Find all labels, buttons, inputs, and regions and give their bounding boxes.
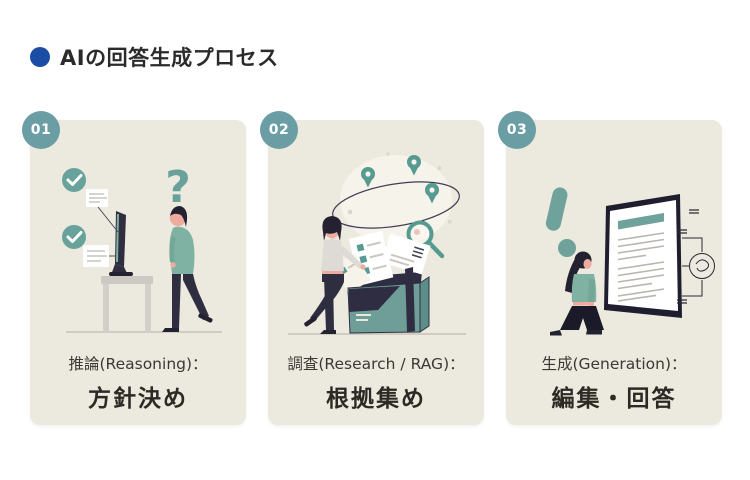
step-number: 03 [506, 122, 528, 138]
step-caption: 生成(Generation)： [541, 355, 687, 373]
document-text-lines [617, 232, 665, 302]
step-label: 方針決め [88, 386, 188, 412]
exclamation-icon [545, 187, 576, 257]
map-pin-icons [361, 155, 439, 204]
generation-illustration [506, 148, 722, 348]
header-bullet-icon [30, 47, 50, 67]
document-title-bar [618, 213, 664, 230]
document-box [347, 267, 430, 334]
check-icon [66, 174, 83, 186]
header: AIの回答生成プロセス [30, 42, 279, 72]
step-card-reasoning: 01 [22, 111, 246, 425]
checklist-item-1 [62, 168, 119, 233]
hair [322, 216, 342, 241]
standing-man [162, 206, 213, 332]
process-steps: 01 [22, 111, 722, 425]
standing-woman [550, 251, 604, 336]
check-icon [66, 231, 83, 243]
document-panel [604, 194, 682, 318]
checklist-item-2 [62, 225, 116, 267]
reasoning-illustration: ? [30, 148, 246, 348]
globe-blob [340, 155, 452, 245]
step-caption: 推論(Reasoning)： [68, 355, 208, 373]
step-caption: 調査(Research / RAG)： [287, 355, 465, 373]
standing-woman [304, 216, 366, 334]
hair [565, 257, 581, 293]
step-number-badge: 02 [260, 111, 298, 149]
step-label: 編集・回答 [551, 386, 677, 412]
step-card-research: 02 [260, 111, 484, 425]
page-title: AIの回答生成プロセス [60, 46, 279, 70]
orbit-ring [332, 181, 460, 229]
research-illustration [268, 148, 484, 348]
monitor-icon [109, 211, 133, 276]
hair [170, 206, 188, 227]
circuit-doodle [677, 209, 715, 304]
question-mark-icon: ? [165, 162, 191, 213]
step-label: 根拠集め [326, 386, 426, 412]
step-number-badge: 01 [22, 111, 60, 149]
desk [101, 276, 153, 332]
step-card-generation: 03 [498, 111, 722, 425]
step-number: 01 [30, 122, 52, 138]
step-number: 02 [268, 122, 290, 138]
step-number-badge: 03 [498, 111, 536, 149]
